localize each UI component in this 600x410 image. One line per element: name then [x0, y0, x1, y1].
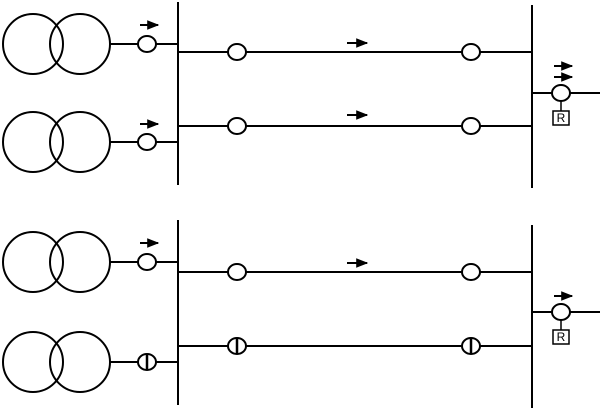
line-l1: [178, 38, 532, 61]
breaker-open-circle: [227, 43, 247, 61]
breaker-open-circle: [461, 117, 481, 135]
transformer-t2: [2, 111, 178, 173]
breaker-open-circle: [137, 133, 157, 151]
breaker-open-circle: [461, 43, 481, 61]
transformer-winding-right: [49, 331, 111, 393]
relay-label: R: [557, 330, 566, 344]
line-l4: [178, 337, 532, 355]
transformer-winding-left: [2, 331, 64, 393]
breaker-open-circle: [227, 263, 247, 281]
transformer-t3: [2, 231, 178, 293]
load-feeder-bottom: R: [532, 291, 600, 345]
line-l3: [178, 258, 532, 281]
transformer-winding-right: [49, 231, 111, 293]
breaker-open-circle: [551, 303, 571, 321]
transformer-winding-left: [2, 111, 64, 173]
transformer-winding-left: [2, 231, 64, 293]
top-panel: R: [2, 2, 600, 188]
breaker-open-circle: [137, 35, 157, 53]
breaker-open-circle: [227, 117, 247, 135]
breaker-open-circle: [137, 253, 157, 271]
transformer-winding-right: [49, 111, 111, 173]
transformer-winding-right: [49, 13, 111, 75]
bottom-panel: R: [2, 220, 600, 408]
breaker-open-circle: [551, 84, 571, 102]
load-feeder-top: R: [532, 61, 600, 126]
line-l2: [178, 110, 532, 135]
relay-label: R: [557, 111, 566, 125]
transformer-t4: [2, 331, 178, 393]
relay-box: [552, 329, 570, 345]
transformer-winding-left: [2, 13, 64, 75]
transformer-t1: [2, 13, 178, 75]
relay-box: [552, 110, 570, 126]
breaker-open-circle: [461, 263, 481, 281]
